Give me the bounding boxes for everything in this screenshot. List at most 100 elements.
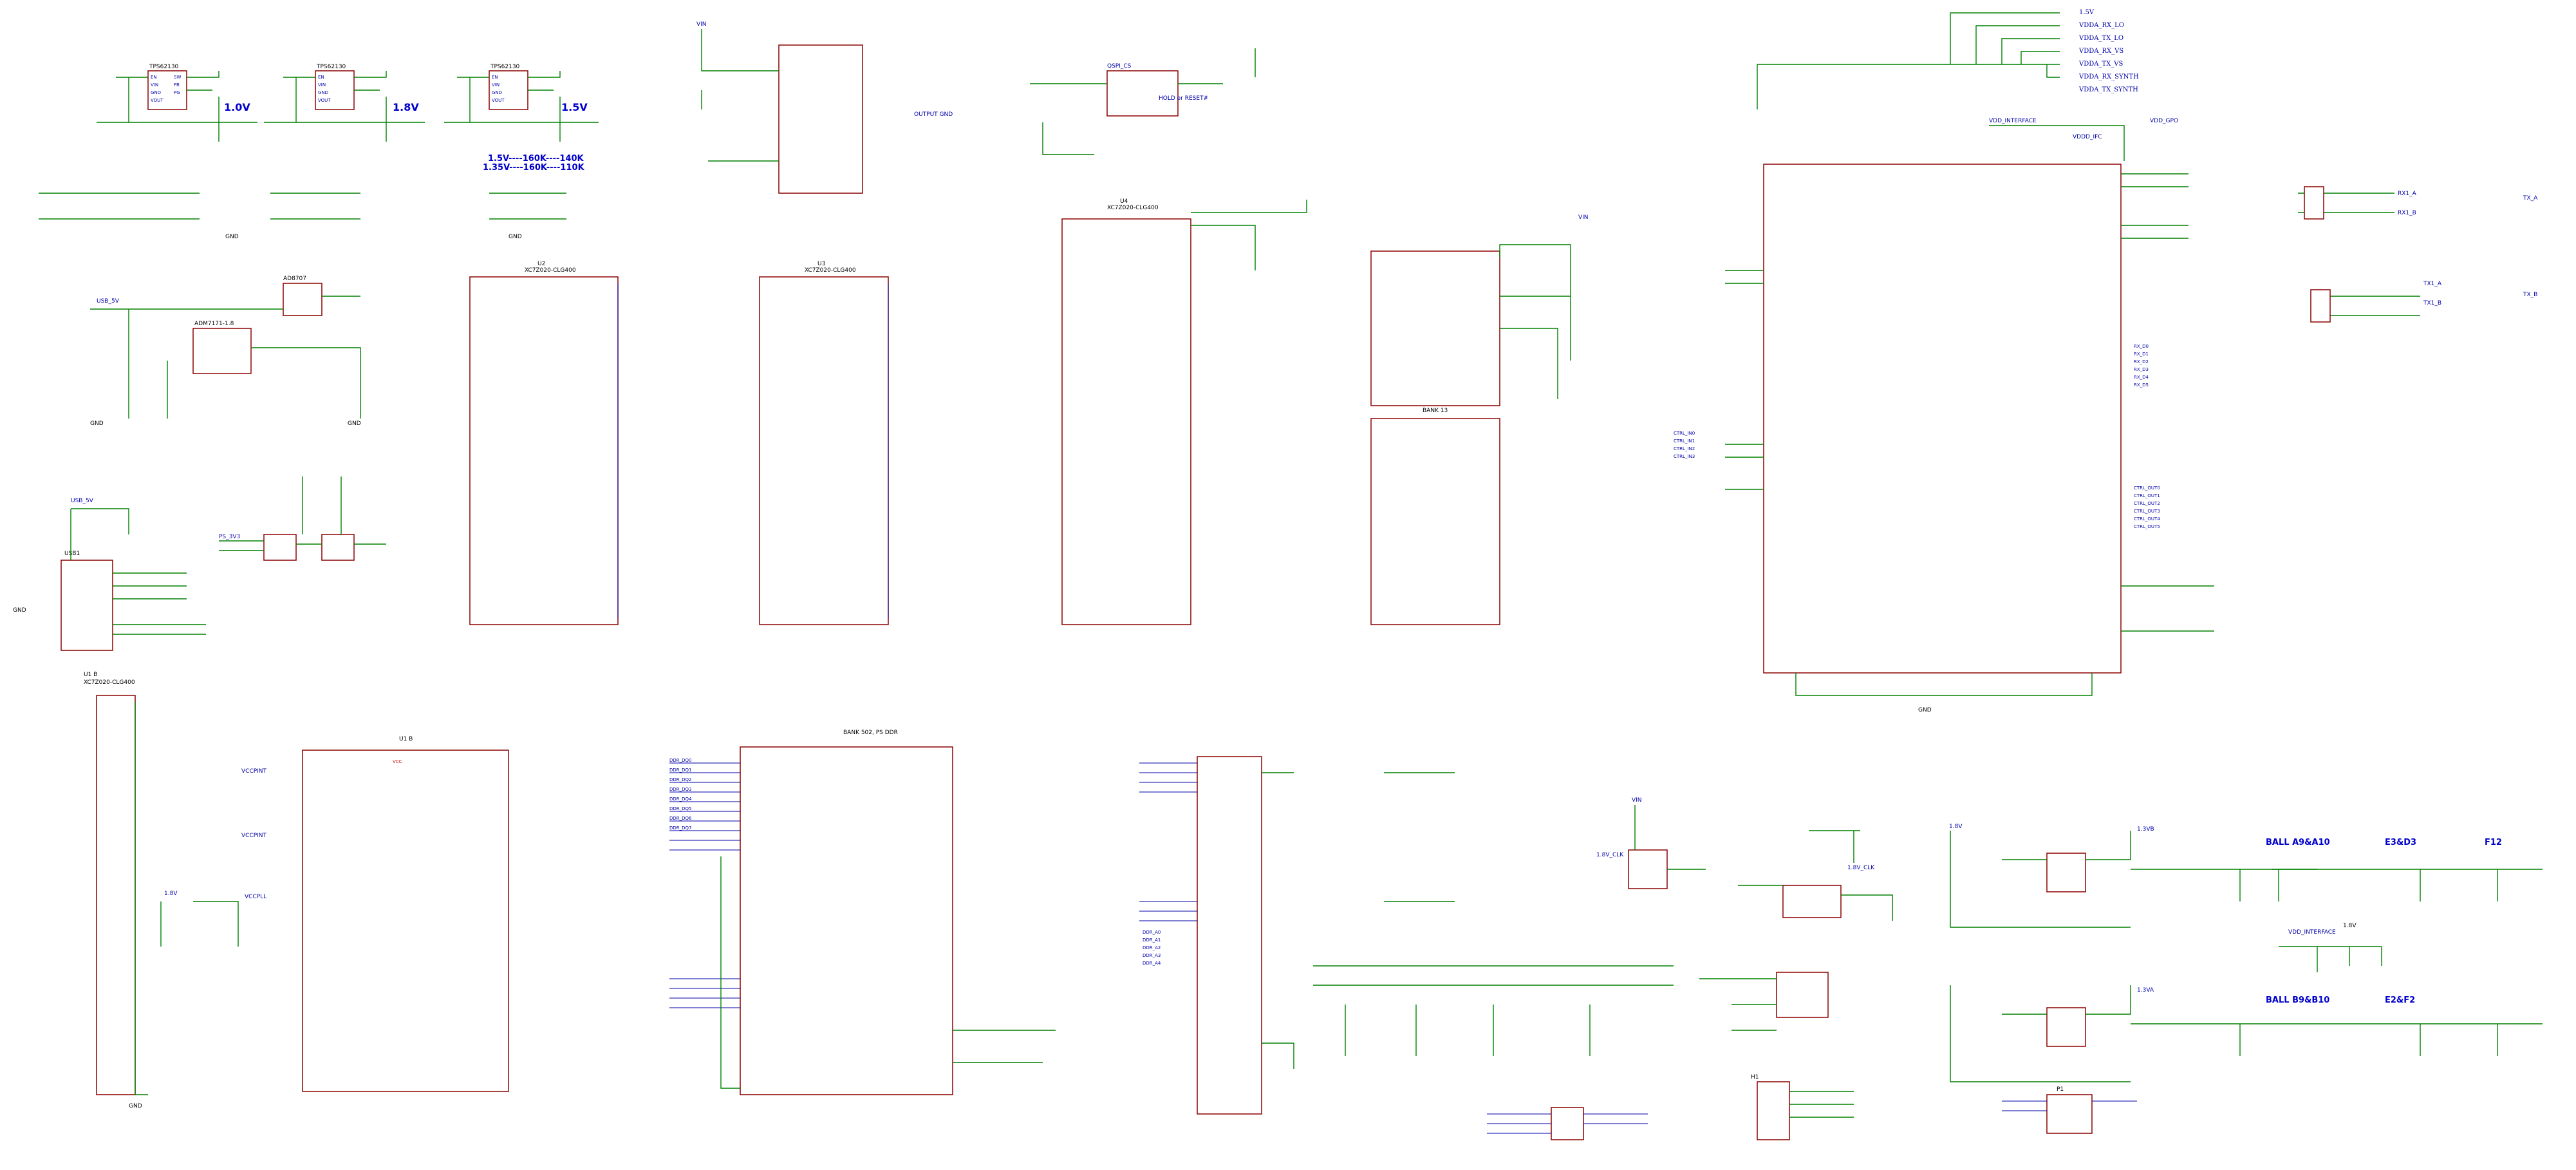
output-gnd-label: OUTPUT GND bbox=[914, 111, 953, 118]
rail-label-4: VDDA_TX_VS bbox=[2078, 61, 2123, 68]
ddr-divider-note-1: 1.5V----160K----140K bbox=[488, 154, 584, 164]
svg-text:VOUT: VOUT bbox=[151, 98, 163, 103]
rx-data-4: RX_D4 bbox=[2134, 375, 2149, 380]
svg-text:GND: GND bbox=[492, 90, 502, 95]
rail-label-0: 1.5V bbox=[2079, 9, 2095, 16]
ddr-dq-labels: DDR_DQ0 DDR_DQ1 DDR_DQ2 DDR_DQ3 DDR_DQ4 … bbox=[669, 758, 692, 831]
vdd-gpo-label: VDD_GPO bbox=[2150, 118, 2178, 124]
svg-text:GND: GND bbox=[151, 90, 161, 95]
gnd-label-5: GND bbox=[13, 607, 26, 614]
rx-data-0: RX_D0 bbox=[2134, 344, 2149, 349]
mipi-block: 1.8V_CLK bbox=[1738, 830, 1893, 921]
vddd-ifc: VDD_INTERFACE VDD_GPO VDDD_IFC bbox=[1989, 118, 2178, 161]
ddr-bank-502: BANK 502, PS DDR bbox=[669, 730, 1056, 1095]
reg-a-part: TPS62130 bbox=[149, 64, 179, 70]
jtag-header: H1 bbox=[1751, 1074, 1854, 1140]
ball-a9a10: BALL A9&A10 bbox=[2266, 838, 2330, 847]
ddr-dq-7: DDR_DQ7 bbox=[669, 826, 692, 831]
rail-1v0-label: 1.0V bbox=[224, 101, 250, 113]
ctrl-out-4: CTRL_OUT4 bbox=[2134, 516, 2160, 522]
rf-port-3: TX1_B bbox=[2423, 300, 2441, 307]
ball-f12: F12 bbox=[2485, 838, 2502, 847]
rail-label-3: VDDA_RX_VS bbox=[2078, 48, 2123, 55]
vin-top: VIN bbox=[696, 21, 707, 28]
usb-ref: USB1 bbox=[64, 551, 80, 557]
ctrl-in-2: CTRL_IN2 bbox=[1674, 446, 1695, 451]
ddr-divider-note-2: 1.35V----160K----110K bbox=[483, 163, 585, 173]
vcc-title: VCC bbox=[393, 759, 402, 764]
vdd-interface: VDD_INTERFACE 1.8V bbox=[2279, 923, 2382, 972]
rf-port-1: RX1_B bbox=[2398, 210, 2416, 216]
svg-text:VOUT: VOUT bbox=[318, 98, 331, 103]
svg-text:GND: GND bbox=[318, 90, 328, 95]
bank0-part: XC7Z020-CLG400 bbox=[84, 679, 135, 686]
qspi-flash: QSPI_CS HOLD or RESET# bbox=[1030, 48, 1256, 155]
rail-1v8-label: 1.8V bbox=[393, 101, 419, 113]
rx-data-labels: RX_D0 RX_D1 RX_D2 RX_D3 RX_D4 RX_D5 bbox=[2134, 344, 2149, 388]
bank501-part: XC7Z020-CLG400 bbox=[1107, 205, 1159, 211]
termination-resistors bbox=[1313, 772, 1674, 1056]
bank34-ref: U2 bbox=[537, 261, 545, 267]
vccpint-2: VCCPINT bbox=[241, 833, 267, 839]
svg-text:EN: EN bbox=[492, 75, 498, 80]
usb-connector: USB1 USB_5V GND bbox=[13, 498, 206, 651]
fpga-power-pins: U1 B VCC VCCPINT VCCPINT VCCPLL 1.8V bbox=[160, 736, 509, 1092]
rf-port-2: TX1_A bbox=[2423, 281, 2442, 287]
usb-5v-net: USB_5V bbox=[71, 498, 94, 504]
v1-8-ext: 1.8V bbox=[164, 891, 178, 897]
ddr-dq-6: DDR_DQ6 bbox=[669, 816, 692, 821]
fpga-bank-35: U3 XC7Z020-CLG400 bbox=[759, 261, 889, 625]
right-rail-labels: 1.5V VDDA_RX_LO VDDA_TX_LO VDDA_RX_VS VD… bbox=[2078, 9, 2139, 93]
ctrl-in-3: CTRL_IN3 bbox=[1674, 454, 1695, 459]
rf-port-0: RX1_A bbox=[2398, 191, 2417, 197]
svg-text:SW: SW bbox=[174, 75, 181, 80]
p1-ref: P1 bbox=[2057, 1086, 2064, 1093]
ctrl-out-5: CTRL_OUT5 bbox=[2134, 524, 2160, 529]
svg-text:VOUT: VOUT bbox=[492, 98, 505, 103]
rf-ports: RX1_A RX1_B TX1_A TX1_B TX_A TX_B bbox=[2298, 186, 2538, 323]
holdwp-label: HOLD or RESET# bbox=[1159, 95, 1208, 102]
vdda-rail-b: 1.8V 1.3VB BALL A9&A10 E3&D3 F12 bbox=[1949, 824, 2543, 928]
rx-data-1: RX_D1 bbox=[2134, 352, 2149, 357]
v1-8-interface: 1.8V bbox=[2343, 923, 2357, 929]
ball-b9b10: BALL B9&B10 bbox=[2266, 995, 2329, 1005]
ddr-addr-2: DDR_A2 bbox=[1143, 945, 1161, 950]
bank35-part: XC7Z020-CLG400 bbox=[805, 267, 856, 274]
reg-b-part: TPS62130 bbox=[316, 64, 346, 70]
rail-label-1: VDDA_RX_LO bbox=[2078, 22, 2124, 29]
ctrl-in-labels: CTRL_IN0 CTRL_IN1 CTRL_IN2 CTRL_IN3 bbox=[1674, 431, 1695, 459]
vddd-ifc-label: VDDD_IFC bbox=[2073, 134, 2102, 140]
ddr-dq-5: DDR_DQ5 bbox=[669, 806, 692, 811]
ad9361-transceiver: GND bbox=[1725, 164, 2214, 713]
ball-e2f2: E2&F2 bbox=[2385, 995, 2415, 1005]
gnd-label-2: GND bbox=[509, 234, 522, 240]
rf-transceiver-bus bbox=[1757, 12, 2060, 109]
bank13-ref: BANK 13 bbox=[1423, 408, 1448, 414]
clk-label: 1.8V_CLK bbox=[1596, 852, 1624, 858]
vccpint-1: VCCPINT bbox=[241, 768, 267, 775]
svg-text:EN: EN bbox=[318, 75, 324, 80]
ctrl-out-1: CTRL_OUT1 bbox=[2134, 493, 2160, 498]
gnd-label-3: GND bbox=[90, 420, 104, 427]
ctrl-out-labels: CTRL_OUT0 CTRL_OUT1 CTRL_OUT2 CTRL_OUT3 … bbox=[2134, 486, 2160, 529]
ctrl-out-3: CTRL_OUT3 bbox=[2134, 509, 2160, 514]
rx-data-2: RX_D2 bbox=[2134, 359, 2149, 364]
vccpll-label: VCCPLL bbox=[245, 894, 266, 900]
ddr-addr-3: DDR_A3 bbox=[1143, 953, 1161, 958]
ddr-dq-3: DDR_DQ3 bbox=[669, 787, 692, 792]
vdd-interface-label: VDD_INTERFACE bbox=[2288, 929, 2336, 936]
ball-e3d3: E3&D3 bbox=[2385, 838, 2416, 847]
rf-port-5: TX_B bbox=[2523, 292, 2537, 298]
gpio-header: P1 bbox=[2002, 1086, 2137, 1134]
svg-text:FB: FB bbox=[174, 82, 180, 88]
gnd-label-4: GND bbox=[348, 420, 361, 427]
ctrl-in-0: CTRL_IN0 bbox=[1674, 431, 1695, 436]
bank34-part: XC7Z020-CLG400 bbox=[525, 267, 576, 274]
eth-header bbox=[1487, 1107, 1648, 1140]
ddr-dq-4: DDR_DQ4 bbox=[669, 797, 692, 802]
ddr-bank-title: BANK 502, PS DDR bbox=[843, 730, 898, 736]
fpga-bank-501: U4 XC7Z020-CLG400 bbox=[1061, 198, 1307, 625]
ctrl-in-1: CTRL_IN1 bbox=[1674, 439, 1695, 444]
